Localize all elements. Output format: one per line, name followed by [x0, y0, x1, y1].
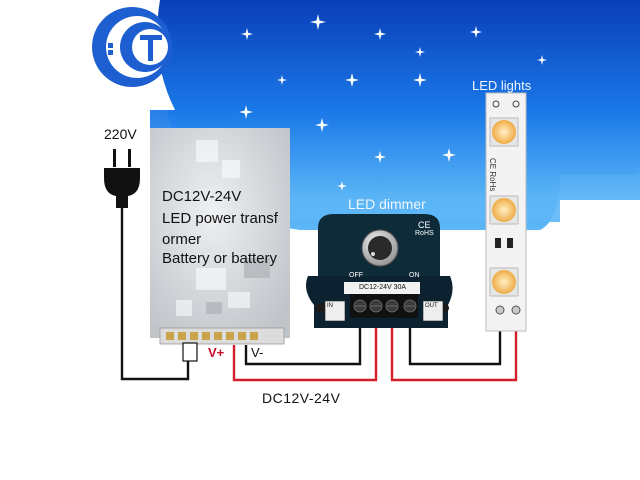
led-chip: [489, 195, 519, 225]
psu-text-line-3: ormer: [162, 231, 202, 248]
dimmer-off-label: OFF: [349, 272, 363, 279]
stars: [239, 14, 547, 191]
dimmer-rating-label: DC12-24V 30A: [358, 284, 408, 291]
dimmer-on-label: ON: [409, 272, 420, 279]
terminal-plus-label: V+: [208, 345, 225, 360]
dimmer-rohs-mark: RoHS: [415, 230, 434, 237]
dimmer-output-label: OUT: [425, 303, 438, 309]
led-chip: [489, 267, 519, 297]
dimmer-title: LED dimmer: [348, 196, 426, 212]
wires: [120, 208, 518, 382]
psu-text-line-4: Battery or battery: [162, 250, 278, 267]
dimmer-input-label: IN: [327, 303, 333, 309]
power-supply: [150, 128, 290, 362]
led-strip: [485, 92, 527, 332]
plug-voltage-label: 220V: [104, 126, 137, 142]
dimmer-ce-mark: CE: [418, 220, 431, 230]
brand-logo-icon: [92, 7, 172, 87]
psu-text-line-2: LED power transf: [162, 210, 278, 227]
led-strip-title: LED lights: [472, 78, 532, 93]
led-strip-cert: CE RoHs: [488, 158, 497, 192]
led-dimmer: [306, 214, 453, 328]
voltage-note: DC12V-24V: [262, 390, 341, 406]
power-plug-icon: [104, 149, 140, 208]
terminal-minus-label: V-: [251, 345, 264, 360]
psu-text-line-1: DC12V-24V: [162, 188, 242, 205]
led-chip: [489, 117, 519, 147]
